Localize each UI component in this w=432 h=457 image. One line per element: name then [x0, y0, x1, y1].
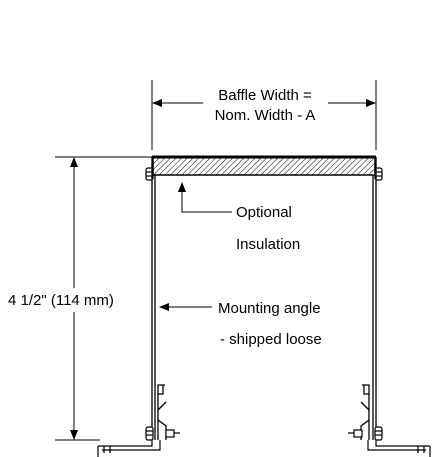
height-dimension: [55, 156, 152, 441]
baffle-side-walls: [151, 157, 377, 440]
insulation-label-line2: Insulation: [236, 236, 300, 253]
insulation-label-line1: Optional: [236, 204, 292, 221]
mounting-label-line2: - shipped loose: [220, 331, 322, 348]
height-dimension-label: 4 1/2" (114 mm): [8, 292, 114, 309]
insulation-callout-leader: [178, 182, 232, 213]
bolt-bottom-left: [145, 426, 180, 441]
width-dimension: [151, 80, 377, 150]
mounting-label-line1: Mounting angle: [218, 300, 321, 317]
baffle-width-label-line2: Nom. Width - A: [215, 107, 316, 124]
ceiling-rail-left: [97, 440, 161, 457]
mounting-angle-left: [157, 384, 167, 440]
baffle-width-label-line1: Baffle Width =: [218, 87, 312, 104]
insulation-panel: [152, 156, 376, 176]
ceiling-rail-right: [367, 440, 431, 457]
bolt-bottom-right: [348, 426, 383, 441]
